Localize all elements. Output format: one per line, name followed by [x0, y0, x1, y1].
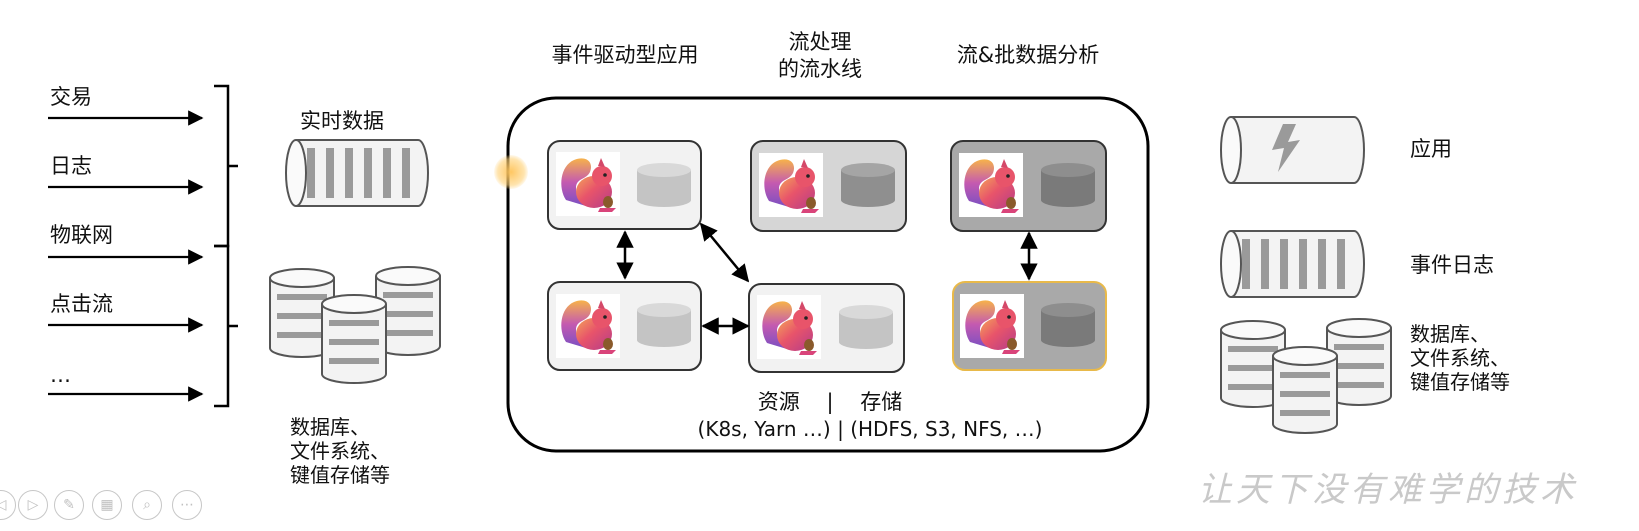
flink-squirrel-icon	[556, 294, 620, 358]
flink-node-3	[950, 140, 1107, 232]
legend-db-label: 数据库、 文件系统、 键值存储等	[1410, 322, 1510, 394]
flink-node-6	[952, 281, 1107, 371]
flink-node-5	[748, 283, 905, 373]
column-title-pipeline: 流处理 的流水线	[778, 30, 862, 81]
brace-bottom	[214, 244, 238, 408]
state-cylinder-icon	[637, 163, 691, 207]
state-cylinder-icon	[839, 305, 893, 349]
column-title-event-driven: 事件驱动型应用	[551, 43, 699, 67]
state-cylinder-icon	[1041, 163, 1095, 207]
legend-database-icon	[1220, 318, 1392, 434]
flink-squirrel-icon	[959, 153, 1023, 217]
legend-event-log-label: 事件日志	[1410, 253, 1494, 277]
flink-node-4	[547, 281, 702, 371]
watermark: 让天下没有难学的技术	[1198, 470, 1578, 510]
legend-app-label: 应用	[1410, 137, 1452, 161]
legend-event-log-icon	[1220, 230, 1365, 298]
pen-icon[interactable]: ✎	[54, 490, 84, 520]
source-arrows	[48, 110, 204, 402]
source-label-2: 日志	[50, 154, 92, 178]
more-icon[interactable]: ⋯	[172, 490, 202, 520]
source-label-3: 物联网	[50, 223, 113, 247]
flink-node-1	[547, 140, 702, 230]
resources-storage-label: 资源 | 存储	[757, 390, 903, 414]
play-icon[interactable]: ▷	[18, 490, 48, 520]
state-cylinder-icon	[637, 303, 691, 347]
column-title-analytics: 流&批数据分析	[956, 43, 1100, 67]
prev-icon[interactable]: ◁	[0, 490, 16, 520]
flink-squirrel-icon	[960, 294, 1024, 358]
player-controls: ◁ ▷ ✎ ▦ ⌕ ⋯	[0, 490, 220, 530]
state-cylinder-icon	[841, 163, 895, 207]
lightning-icon	[1272, 124, 1300, 172]
left-database-icon	[269, 266, 441, 384]
realtime-log-icon	[285, 139, 429, 207]
legend-app-icon	[1220, 116, 1365, 184]
slides-icon[interactable]: ▦	[92, 490, 122, 520]
brace-top	[214, 84, 238, 248]
left-db-label: 数据库、 文件系统、 键值存储等	[290, 415, 390, 487]
source-label-1: 交易	[50, 85, 92, 109]
flink-node-2	[750, 140, 907, 232]
flink-squirrel-icon	[759, 153, 823, 217]
flink-squirrel-icon	[556, 152, 620, 216]
zoom-icon[interactable]: ⌕	[132, 490, 162, 520]
cursor-highlight	[494, 155, 528, 189]
source-label-5: …	[50, 363, 71, 387]
realtime-data-label: 实时数据	[300, 109, 384, 133]
node-connection-arrows	[616, 222, 1038, 335]
flink-squirrel-icon	[757, 295, 821, 359]
resources-storage-examples: (K8s, Yarn …) | (HDFS, S3, NFS, …)	[697, 417, 1043, 441]
source-label-4: 点击流	[50, 292, 113, 316]
state-cylinder-icon	[1041, 303, 1095, 347]
